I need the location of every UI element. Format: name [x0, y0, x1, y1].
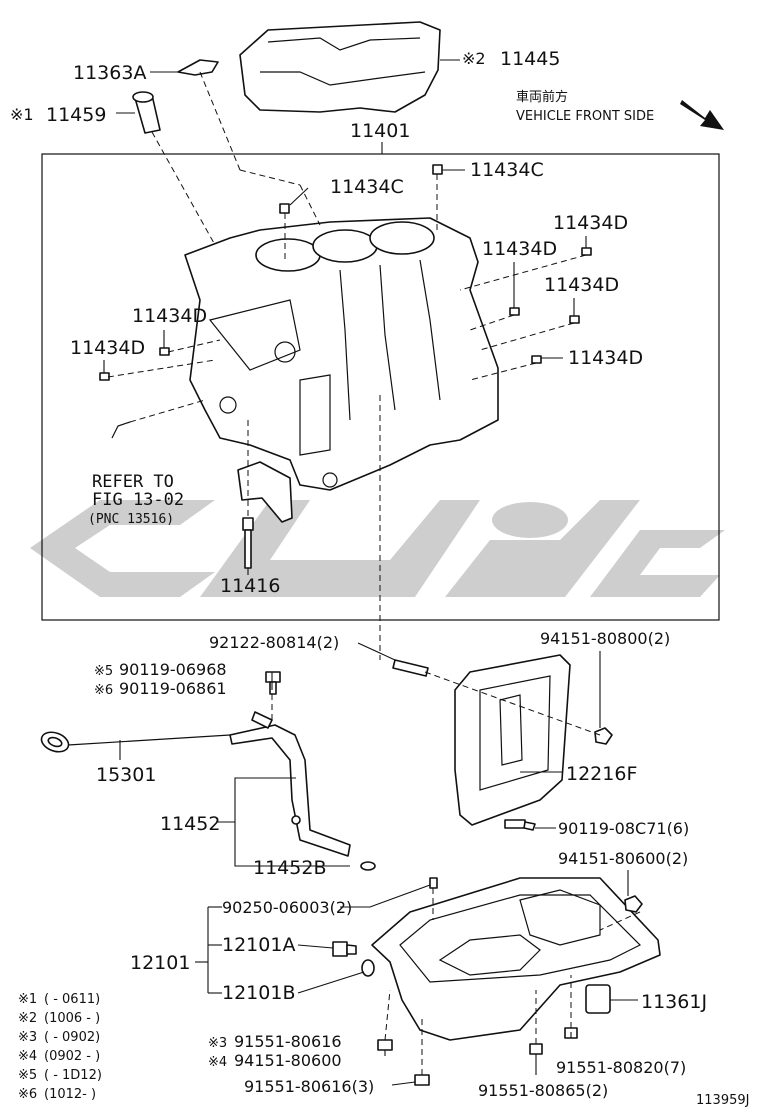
label-94151-80600: 94151-80600	[234, 1051, 342, 1070]
label-91551-80865: 91551-80865(2)	[478, 1081, 608, 1100]
label-90119-06968: 90119-06968	[119, 660, 227, 679]
mark-91551-80616: ※3	[208, 1036, 227, 1051]
bolt-part-11416	[242, 517, 254, 569]
note-text: ( - 0611)	[44, 992, 100, 1007]
dipstick-part-15301	[40, 731, 231, 753]
mark-11445: ※2	[462, 49, 486, 68]
nut-part-94151-80600	[624, 895, 643, 913]
part-labels: 11363A ※2 11445 ※1 11459 11401 11434C 11…	[10, 48, 707, 1100]
note-text: (1012- )	[44, 1087, 96, 1102]
label-11434D-b: 11434D	[482, 238, 557, 260]
mark-90119-06861: ※6	[94, 683, 113, 698]
label-12101: 12101	[130, 952, 190, 974]
note-mark: ※6	[18, 1087, 37, 1102]
oil-tube-part	[111, 421, 131, 439]
dipstick-guide-11452	[229, 711, 351, 857]
cover-plate-11361J	[585, 984, 611, 1014]
note-text: ( - 1D12)	[44, 1068, 102, 1083]
pin-part-90250	[429, 877, 438, 889]
label-12101A: 12101A	[222, 934, 295, 956]
mark-94151-80600: ※4	[208, 1055, 227, 1070]
label-91551-80616: 91551-80616	[234, 1032, 342, 1051]
label-11434D-f: 11434D	[70, 337, 145, 359]
stud-bolt-part-92122	[392, 659, 429, 677]
dowel-pins	[99, 164, 592, 381]
assembly-lines	[107, 71, 641, 1075]
note-mark: ※3	[18, 1030, 37, 1045]
oring-part-11452B	[360, 861, 376, 871]
sleeve-part-11459	[132, 91, 161, 134]
label-12101B: 12101B	[222, 982, 295, 1004]
label-11445: 11445	[500, 48, 560, 70]
label-91551-80616-3: 91551-80616(3)	[244, 1077, 374, 1096]
refer-line-3: (PNC 13516)	[88, 512, 174, 527]
bolt-part-90119-06968	[265, 671, 281, 695]
cylinder-block-11401	[184, 217, 499, 491]
oil-pan-12101	[371, 877, 661, 1041]
label-11434D-e: 11434D	[132, 305, 207, 327]
refer-line-1: REFER TO	[92, 472, 174, 492]
gasket-12101B	[361, 959, 375, 977]
label-11434C-b: 11434C	[470, 159, 544, 181]
label-11434C-a: 11434C	[330, 176, 404, 198]
note-text: (0902 - )	[44, 1049, 100, 1064]
note-mark: ※5	[18, 1068, 37, 1083]
refer-line-2: FIG 13-02	[92, 490, 184, 510]
label-11452B: 11452B	[253, 857, 326, 879]
note-text: (1006 - )	[44, 1011, 100, 1026]
watermark-logo	[30, 500, 725, 597]
baffle-plate-12216F	[454, 654, 571, 826]
figure-id: 113959J	[696, 1093, 749, 1108]
nut-part-94151-80800	[594, 727, 613, 745]
note-mark: ※4	[18, 1049, 37, 1064]
note-mark: ※1	[18, 992, 37, 1007]
label-11401: 11401	[350, 120, 410, 142]
label-92122: 92122-80814(2)	[209, 633, 339, 652]
bracket-part-11363A	[177, 59, 219, 76]
label-15301: 15301	[96, 764, 156, 786]
label-12216F: 12216F	[566, 763, 637, 785]
front-label-en: VEHICLE FRONT SIDE	[516, 109, 654, 124]
label-90119-08C71: 90119-08C71(6)	[558, 819, 689, 838]
label-11434D-d: 11434D	[568, 347, 643, 369]
label-94151-80600-2: 94151-80600(2)	[558, 849, 688, 868]
label-11416: 11416	[220, 575, 280, 597]
mark-11459: ※1	[10, 105, 34, 124]
label-90119-06861: 90119-06861	[119, 679, 227, 698]
label-94151-80800: 94151-80800(2)	[540, 629, 670, 648]
mark-90119-06968: ※5	[94, 664, 113, 679]
front-direction-arrow-icon	[680, 100, 724, 130]
note-text: ( - 0902)	[44, 1030, 100, 1045]
label-11459: 11459	[46, 104, 106, 126]
label-11434D-c: 11434D	[544, 274, 619, 296]
drain-plug-12101A	[332, 941, 357, 957]
label-90250: 90250-06003(2)	[222, 898, 352, 917]
bearing-cap-part	[237, 461, 293, 523]
leader-lines	[103, 59, 638, 1086]
bolt-part-90119-08C71	[504, 819, 536, 831]
front-label-jp: 車両前方	[516, 89, 568, 105]
label-11434D-a: 11434D	[553, 212, 628, 234]
footnotes: ※1 ( - 0611) ※2 (1006 - ) ※3 ( - 0902) ※…	[18, 992, 102, 1102]
note-mark: ※2	[18, 1011, 37, 1026]
label-11361J: 11361J	[641, 991, 707, 1013]
label-11363A: 11363A	[73, 62, 146, 84]
cover-part-11445	[239, 21, 441, 113]
label-91551-80820: 91551-80820(7)	[556, 1058, 686, 1077]
label-11452: 11452	[160, 813, 220, 835]
